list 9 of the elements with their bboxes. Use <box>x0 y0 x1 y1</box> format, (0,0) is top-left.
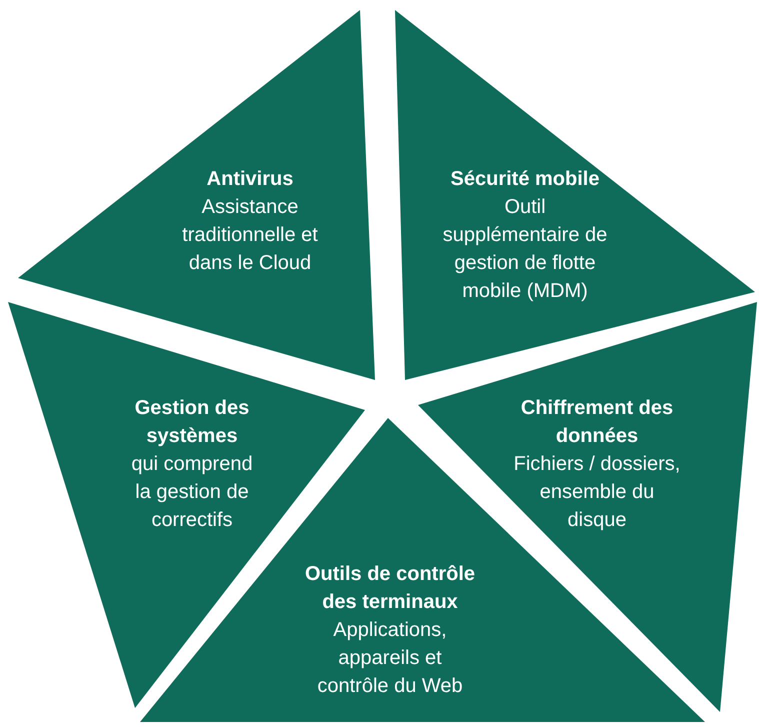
segment-description: Assistance traditionnelle et dans le Cloud <box>181 195 319 276</box>
segment-heading: Sécurité mobile <box>450 167 600 192</box>
segment-description: Outil supplémentaire de gestion de flotte mobile (MDM) <box>442 195 608 304</box>
segment-description: qui comprend la gestion de correctifs <box>130 452 254 533</box>
segment-description: Fichiers / dossiers, ensemble du disque <box>512 452 682 533</box>
segment-heading: Chiffrement des données <box>520 396 674 449</box>
segment-heading: Antivirus <box>206 167 294 192</box>
segment-description: Applications, appareils et contrôle du Web <box>316 618 464 699</box>
segment-heading: Outils de contrôle des terminaux <box>304 562 476 615</box>
